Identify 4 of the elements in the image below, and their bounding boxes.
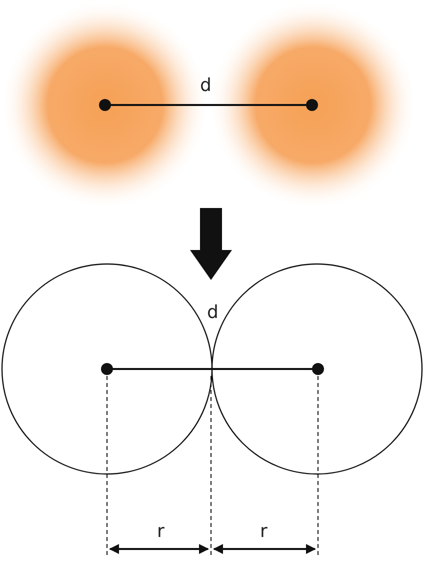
radius-label: r	[157, 522, 164, 542]
distance-label: d	[200, 76, 212, 96]
distance-label: d	[207, 303, 218, 323]
radius-label: r	[260, 522, 268, 542]
